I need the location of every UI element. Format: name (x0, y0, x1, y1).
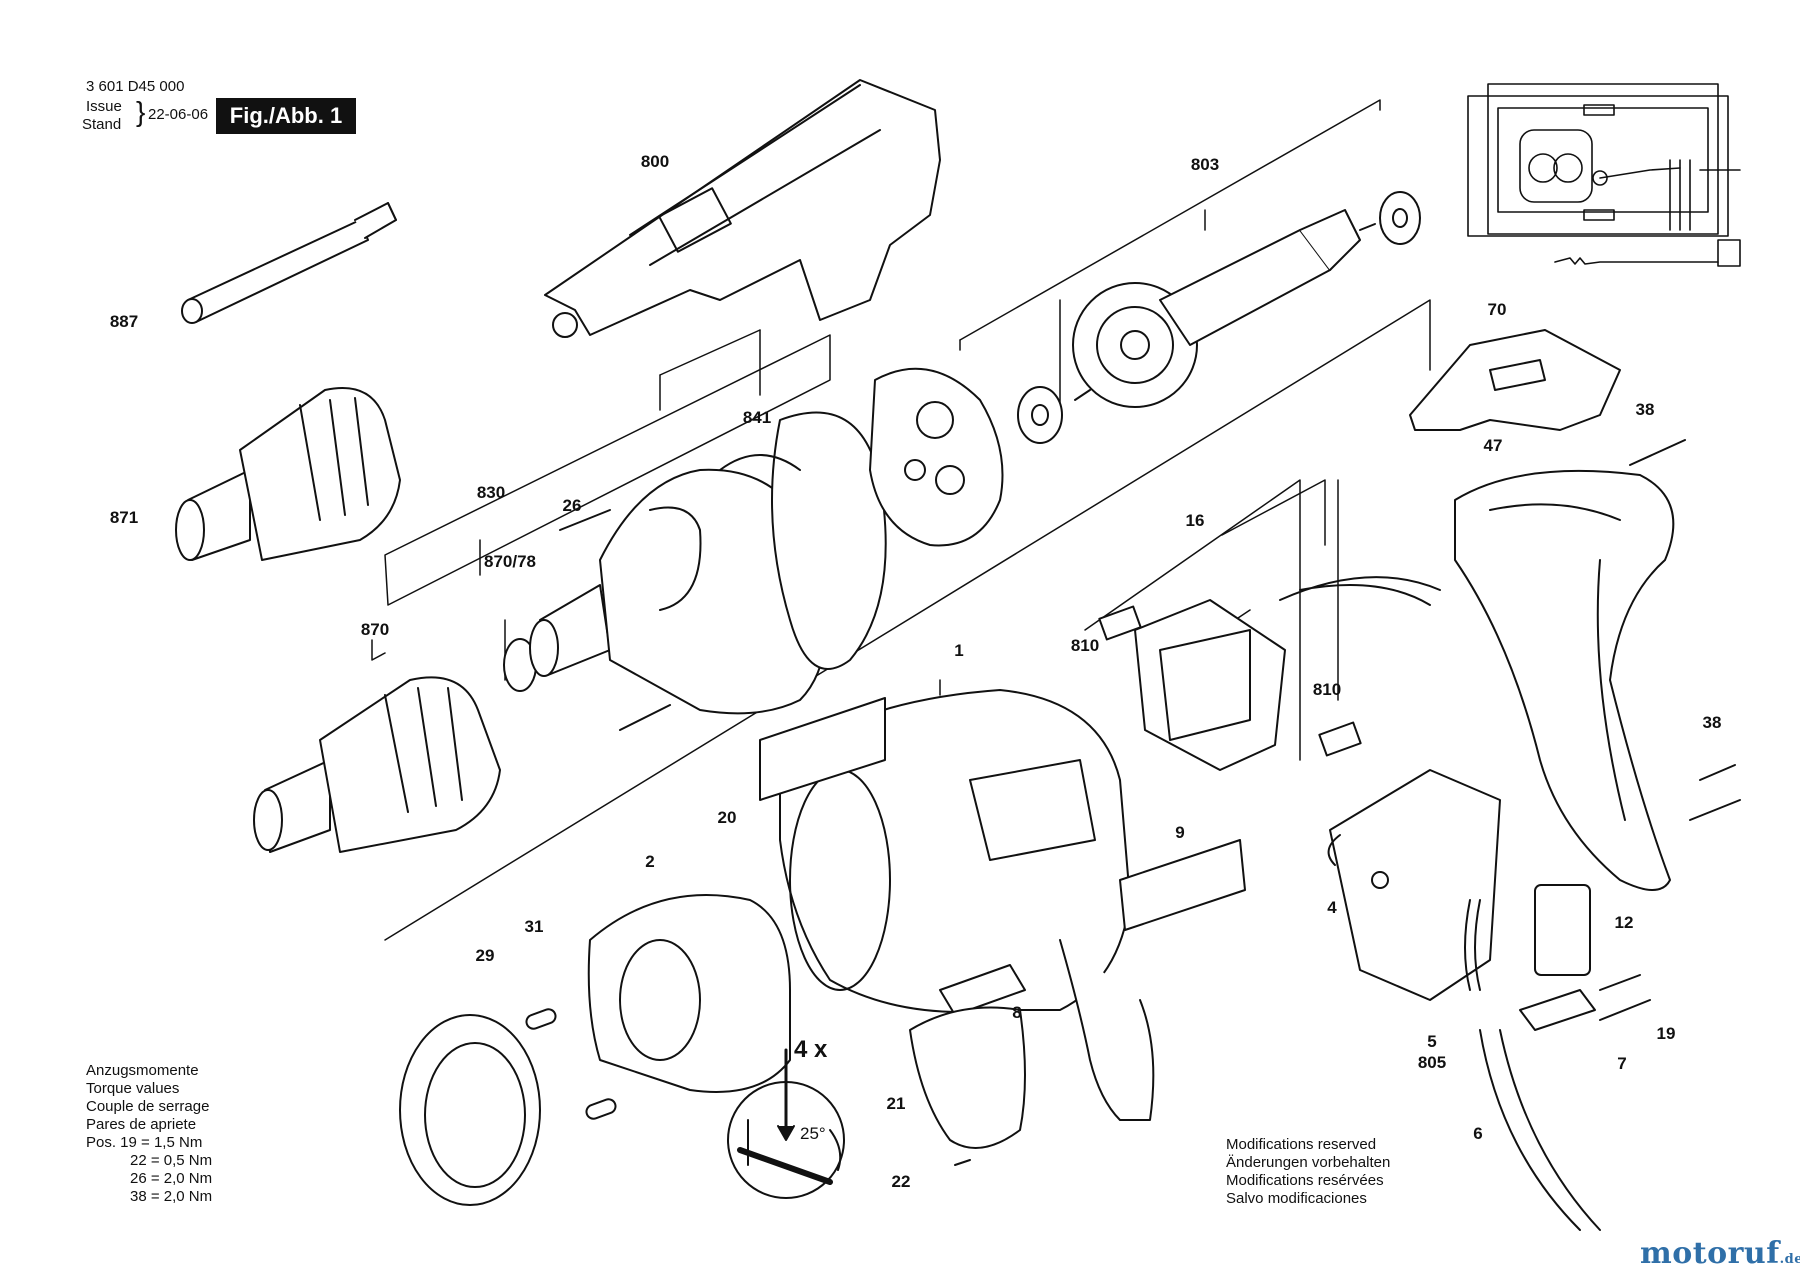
capacitor-12 (1534, 884, 1591, 976)
part-label-31: 31 (524, 917, 544, 936)
depth-stop-871 (175, 387, 401, 561)
depth-stop-870 (253, 676, 501, 853)
part-label-38-right: 38 (1702, 713, 1722, 732)
figure-label: Fig./Abb. 1 (216, 98, 356, 134)
bearing-right (1379, 191, 1421, 245)
part-label-16: 16 (1185, 511, 1205, 530)
brace-glyph: } (136, 96, 146, 127)
part-label-70: 70 (1487, 300, 1507, 319)
part-label-800: 800 (640, 152, 670, 171)
issue-date: 22-06-06 (148, 106, 209, 123)
part-label-810-left: 810 (1070, 636, 1100, 655)
notice-fr: Modifications resérvées (1226, 1172, 1384, 1189)
torque-row-22: 22 = 0,5 Nm (130, 1152, 213, 1169)
gear-housing-830 (529, 468, 828, 715)
torque-title-en: Torque values (86, 1080, 180, 1097)
part-label-2: 2 (645, 852, 655, 871)
power-cable-6 (1464, 899, 1601, 1231)
part-label-8: 8 (1012, 1003, 1022, 1022)
carbon-brush-810-b (1318, 721, 1362, 757)
torque-row-38: 38 = 2,0 Nm (130, 1188, 213, 1205)
part-label-810-right: 810 (1312, 680, 1342, 699)
part-label-38-top: 38 (1635, 400, 1655, 419)
leader-lines (371, 99, 1431, 941)
cable-clamp-7 (1519, 989, 1596, 1031)
logo-brand: motoruf (1640, 1236, 1780, 1271)
motor-housing-1 (779, 689, 1155, 1121)
motoruf-logo-link[interactable]: motoruf.de (1640, 1236, 1800, 1271)
notice-de: Änderungen vorbehalten (1226, 1154, 1391, 1171)
nameplate-8 (939, 964, 1026, 1016)
part-label-830: 830 (476, 483, 506, 502)
armature (1072, 209, 1376, 408)
torque-title-de: Anzugsmomente (86, 1062, 199, 1079)
part-label-47: 47 (1483, 436, 1503, 455)
cover-21 (909, 1006, 1026, 1149)
baffle-ring-29 (399, 1014, 541, 1206)
part-label-4: 4 (1327, 898, 1337, 917)
part-label-870: 870 (360, 620, 390, 639)
part-label-12: 12 (1614, 913, 1634, 932)
stand-label: Stand (82, 116, 122, 133)
pin-31-a (525, 1008, 557, 1030)
wiring-schematic (1467, 83, 1741, 267)
bearing-plate-803 (869, 367, 1004, 547)
notice-en: Modifications reserved (1226, 1136, 1377, 1153)
part-label-871: 871 (109, 508, 139, 527)
part-number: 3 601 D45 000 (86, 78, 185, 95)
part-label-19: 19 (1656, 1024, 1676, 1043)
part-label-6: 6 (1473, 1124, 1483, 1143)
bearing-left (1017, 386, 1063, 444)
part-label-26: 26 (562, 496, 582, 515)
switch-4 (1327, 769, 1501, 1001)
part-label-1: 1 (954, 641, 964, 660)
part-label-841: 841 (742, 408, 772, 427)
brush-holder-16 (1134, 576, 1441, 771)
gasket-841 (719, 411, 887, 670)
part-label-7: 7 (1617, 1054, 1627, 1073)
bit-holder-887 (181, 202, 397, 324)
part-label-805: 805 (1417, 1053, 1447, 1072)
angle-label: 25° (800, 1124, 826, 1143)
magazine-attachment-800 (544, 79, 941, 338)
carbon-brush-810-a (1098, 605, 1142, 641)
label-20 (759, 697, 886, 801)
notice-es: Salvo modificaciones (1226, 1190, 1367, 1207)
issue-label: Issue (86, 98, 122, 115)
torque-row-19: Pos. 19 = 1,5 Nm (86, 1134, 203, 1151)
torque-title-es: Pares de apriete (86, 1116, 197, 1133)
field-2 (587, 894, 791, 1093)
label-9 (1119, 839, 1246, 931)
part-label-803: 803 (1190, 155, 1220, 174)
handle-shell-47 (1454, 469, 1675, 891)
torque-title-fr: Couple de serrage (86, 1098, 210, 1115)
part-label-870-78: 870/78 (484, 552, 536, 571)
screws (559, 439, 1741, 1166)
part-label-22: 22 (891, 1172, 911, 1191)
torque-values: Anzugsmomente Torque values Couple de se… (86, 1062, 212, 1206)
part-label-29: 29 (475, 946, 495, 965)
part-label-887: 887 (109, 312, 139, 331)
part-label-5: 5 (1427, 1032, 1437, 1051)
part-label-21: 21 (886, 1094, 906, 1113)
logo-tld: .de (1779, 1252, 1800, 1267)
torque-row-26: 26 = 2,0 Nm (130, 1170, 213, 1187)
part-label-9: 9 (1175, 823, 1185, 842)
pin-31-b (585, 1098, 617, 1120)
cover-70 (1409, 329, 1621, 431)
quantity-callout: 4 x (794, 1036, 828, 1063)
part-label-20: 20 (717, 808, 737, 827)
angle-callout (727, 1048, 845, 1199)
modifications-notice: Modifications reserved Änderungen vorbeh… (1226, 1136, 1390, 1208)
